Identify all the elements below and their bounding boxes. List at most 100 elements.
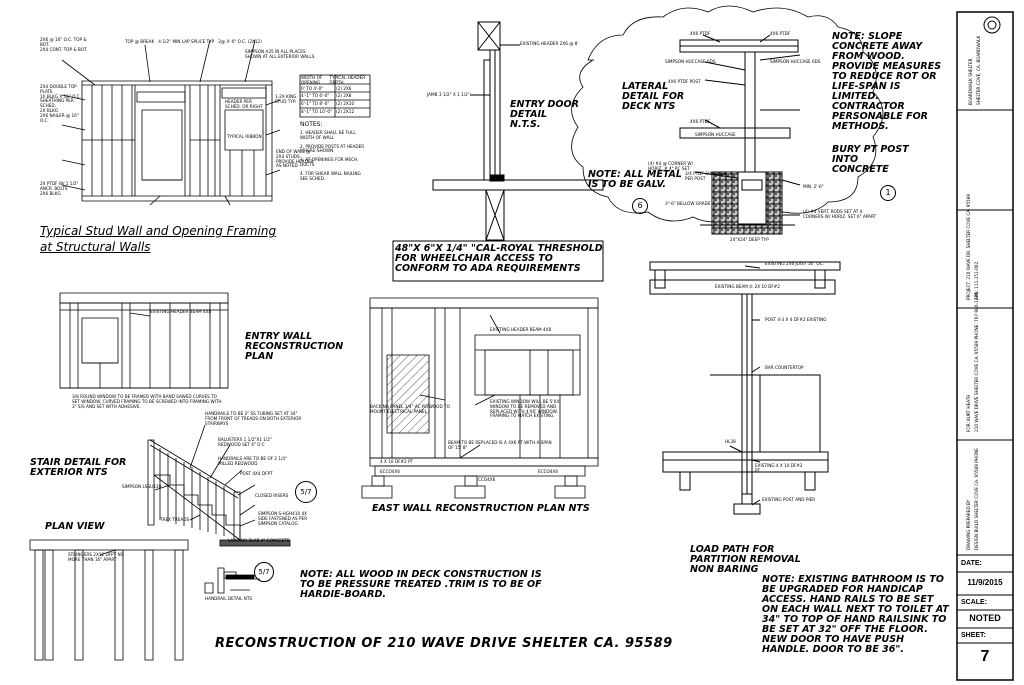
note-line: shown at all exterior walls <box>245 53 315 59</box>
footing-label: ECCO4X6 <box>538 469 558 474</box>
note-line: 3. At openings for mech. ducts <box>300 157 359 168</box>
sheet-number: 7 <box>980 648 990 665</box>
title-block-client-address: 210 WAVE DRIVE SHELTER COVE CA. 95589 PH… <box>974 292 979 432</box>
table-cell: (2) 2x8 <box>336 93 352 99</box>
slope-note: NOTE: SLOPE CONCRETE AWAY FROM WOOD. PRO… <box>832 31 942 132</box>
note-line: 4. For shear wall nailing see sched. <box>300 170 361 181</box>
east-wall-elevation <box>362 298 598 498</box>
note-line: 4-1/2" min lap splice typ <box>158 39 215 44</box>
lateral-callout: 4X6 PTDF POST <box>668 79 701 84</box>
bury-note: BURY PT POST INTO CONCRETE <box>832 144 909 175</box>
note-line: header per sched. or right <box>225 99 263 109</box>
lateral-label: LATERAL DETAIL FOR DECK NTS <box>622 81 685 112</box>
stair-riser-note: CLOSED RISERS <box>255 493 289 498</box>
table-cell: (2) 2x10 <box>336 101 355 107</box>
date-label: DATE: <box>961 560 982 567</box>
table-cell: (2) 2x6 <box>336 85 352 91</box>
date-value: 11/9/2015 <box>967 578 1003 587</box>
note-line: typical ribbon <box>227 134 262 139</box>
stair-simpson-note: SIMPSON LSSU410 <box>122 484 162 489</box>
note-line: sheathing per sched. <box>40 98 74 109</box>
entry-door-header-note: EXISTING HEADER 2X6 @ 8' <box>520 41 579 46</box>
stair-handrail-note2: HANDRAILS ARE TO BE OF 2 1/4" MILLED RED… <box>218 456 288 466</box>
lateral-callout: MIN. 2'-6" <box>803 184 824 189</box>
east-wall-sill-label: 4 X 10 DF#2 PT <box>380 459 414 464</box>
stud-wall-note-left-3: 2x PTDF w/ 1 1/2" ancr. bolts 2x6 blkg <box>40 181 90 196</box>
note-line: top @ break <box>125 39 155 44</box>
note-line: 2x PTDF w/ 1 1/2" ancr. bolts <box>40 181 79 191</box>
lateral-callout: SIMPSON HUCCASE <box>695 132 736 137</box>
stud-wall-note-right: 1-2x king stud typ. <box>275 94 297 105</box>
sheet-title: RECONSTRUCTION OF 210 WAVE DRIVE SHELTER… <box>215 636 673 651</box>
load-joist-note: EXISTING 2X6 JOIST 16" OC. <box>765 261 824 266</box>
note-line: 2x6 nailer @ 16" o.c. <box>40 112 79 123</box>
stud-wall-notes: Notes: 1. Header shall be full width of … <box>300 121 370 182</box>
stair-handrail-note: HANDRAILS TO BE 2" SS TUBING SET AT 34" … <box>205 411 302 426</box>
note-line: 2x4 double top plate <box>40 84 77 94</box>
lateral-callout: 3/4 PTDF 3/4" BASE PER POST <box>685 171 727 181</box>
title-block-project-name-2: SHELTER COVE, CA. BOARDWALK <box>976 35 981 105</box>
stud-wall-elevation <box>62 40 370 205</box>
load-pier-note: EXISTING POST AND PIER <box>762 497 816 502</box>
title-block-project-address: PROJECT: 210 WAVE DR. SHELTER COVE CA. 9… <box>966 193 971 300</box>
title-block-client: FOR: KURT HEATH <box>966 394 971 432</box>
east-wall-beam-note: BEAM TO BE REPLACED IS A 4X6 PT WITH A S… <box>448 440 552 450</box>
scale-value: NOTED <box>969 613 1001 623</box>
lateral-deck-detail <box>572 6 883 234</box>
stud-wall-note-right-2: end of wall @ 2x4 studs provide header a… <box>276 149 316 169</box>
table-cell: 4'-1" to 6'-0" <box>301 93 330 99</box>
entry-wall-window-note: 3/8 ROUND WINDOW TO BE FRAMED WITH BAND … <box>72 394 222 409</box>
entry-door-detail <box>433 22 603 240</box>
plan-view <box>30 540 188 660</box>
table-cell: 6'-1" to 8'-0" <box>301 101 330 107</box>
header-table: Width of OpeningTypical Header Depth 0' … <box>301 75 371 115</box>
note-line: provide header as noted <box>276 158 314 169</box>
east-wall-label: EAST WALL RECONSTRUCTION PLAN NTS <box>372 503 590 514</box>
note-line: 2x6 @ 16" o.c. top & bot. <box>40 37 87 47</box>
east-wall-window-note: EXISTING WINDOW WILL BE 5'X4' WINDOW TO … <box>490 399 561 419</box>
footing-label: CCO4X6 <box>478 477 496 482</box>
threshold-box <box>393 241 603 281</box>
stud-wall-note-top-right: Simpson A35 in all places shown at all e… <box>245 49 335 60</box>
table-header-cell: Width of Opening <box>301 75 323 85</box>
note-line: 1. Header shall be full width of wall <box>300 129 356 140</box>
note-line: 2x4 cont. top & bot. <box>40 46 88 52</box>
notes-heading: Notes: <box>300 121 323 128</box>
note-line: 1x blkg x 16" o.c. <box>40 93 81 99</box>
east-wall-panel-note: BACKING PANEL 3/4" AC PLYWOOD TO MOUNT E… <box>370 404 450 414</box>
handrail-detail-label: HANDRAIL DETAIL NTS <box>205 596 253 601</box>
lateral-callout: 4X6 PTDF <box>690 31 711 36</box>
stud-wall-title-line1: Typical Stud Wall and Opening Framing <box>40 224 277 238</box>
load-rim-note: HL38 <box>725 439 736 444</box>
handrail-detail <box>205 568 260 593</box>
title-block-project-name: BOARDWALK SHELTER <box>968 58 973 105</box>
bathroom-note: NOTE: EXISTING BATHROOM IS TO BE UPGRADE… <box>762 574 949 655</box>
note-line: 2. Provide posts at header where shown <box>300 143 365 154</box>
load-beam-note: EXISTING BEAM 4: 2X 10 DF#2 <box>715 284 780 289</box>
footing-label: ECCO4X6 <box>380 469 400 474</box>
title-block-preparer: DRAWING PREPARED BY <box>966 499 971 550</box>
note-line: Simpson A35 in all places <box>245 49 306 54</box>
stud-wall-note-left: 2x6 @ 16" o.c. top & bot. 2x4 cont. top … <box>40 37 90 52</box>
lateral-callout: (4) #4 VERT. RODS SET AT 4 CORNERS W/ HO… <box>803 209 877 219</box>
table-header-cell: Typical Header Depth <box>329 75 366 85</box>
title-block-preparer-info: DESIGN BUILD SHELTER COVE CA. 95589 PHON… <box>974 448 979 550</box>
metal-note: NOTE: ALL METAL IS TO BE GALV. <box>588 169 682 190</box>
note-line: end of wall @ 2x4 studs <box>276 149 311 159</box>
stud-wall-note-top: top @ break 4-1/2" min lap splice typ 2@… <box>125 39 325 45</box>
load-counter-note: BAR COUNTERTOP <box>765 365 804 370</box>
note-line: 2x blkg <box>40 108 59 114</box>
entry-door-label: ENTRY DOOR DETAIL N.T.S. <box>510 99 579 130</box>
detail-marker: 6 <box>632 198 648 214</box>
threshold-note: 48"X 6"X 1/4" "CAL-ROYAL THRESHOLD FOR W… <box>395 243 603 274</box>
entry-door-jamb-note: JAMB 3 1/2" X 1 1/2" <box>427 92 470 97</box>
sheet-label: SHEET: <box>961 632 986 639</box>
stud-wall-ribbon-label: typical ribbon <box>227 134 262 140</box>
table-cell: 8'-1" to 10'-0" <box>301 109 333 115</box>
stair-baluster-note: BALUSTERS 1 1/2"X1 1/2" REDWOOD SET 4" O… <box>218 437 272 447</box>
stud-wall-note-left-2: 2x4 double top plate 1x blkg x 16" o.c. … <box>40 84 85 124</box>
entry-wall-header-note: EXISTING HEADER BEAM 4X8 <box>150 309 212 314</box>
note-line: 2x6 blkg <box>40 190 61 196</box>
